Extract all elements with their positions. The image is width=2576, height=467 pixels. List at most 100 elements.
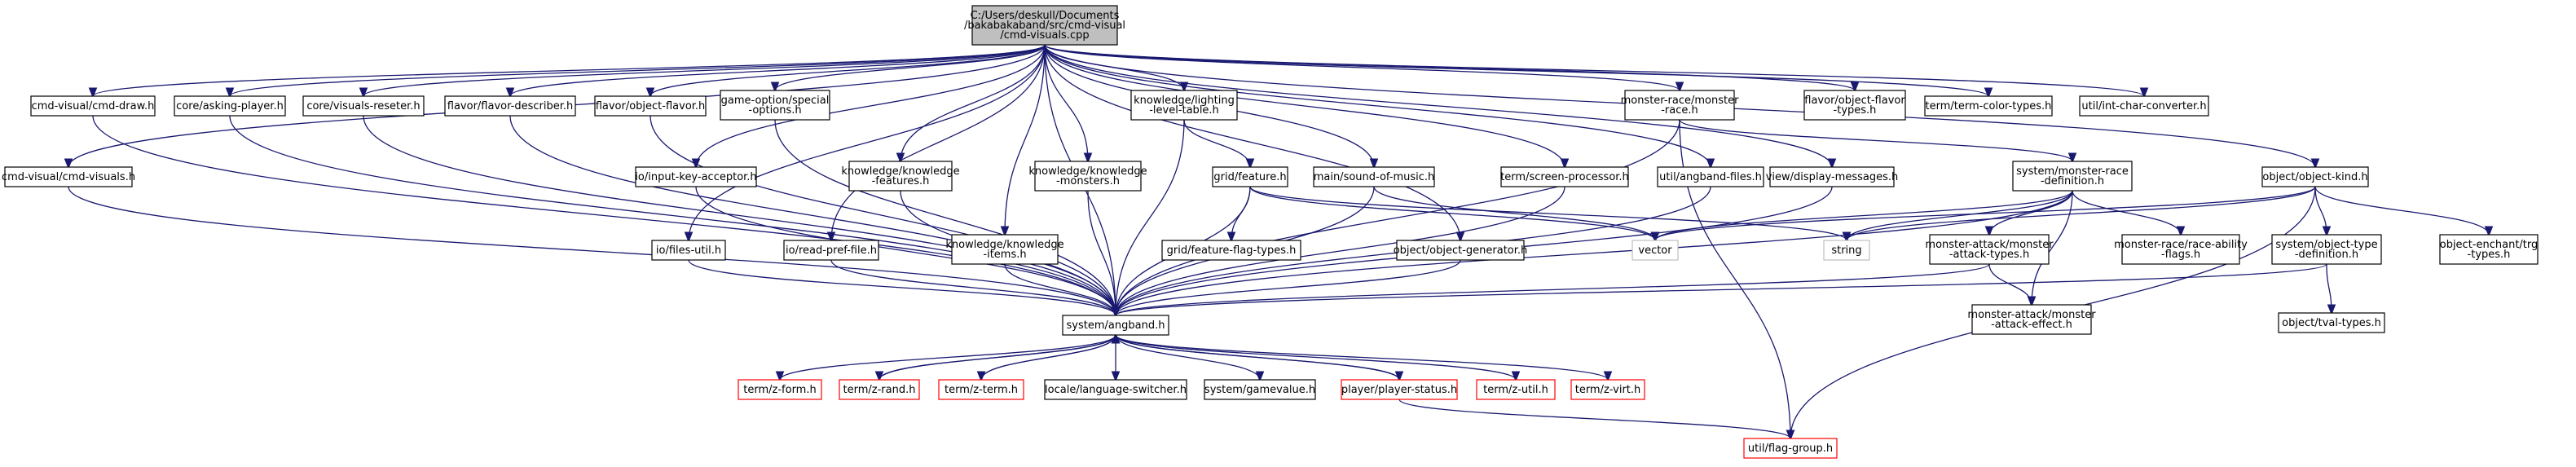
node-box	[738, 379, 822, 400]
node-knowledge-monsters[interactable]: knowledge/knowledge-monsters.h	[1028, 161, 1147, 192]
node-z-term[interactable]: term/z-term.h	[938, 379, 1024, 400]
node-gamevalue[interactable]: system/gamevalue.h	[1204, 379, 1316, 400]
node-box	[1624, 90, 1735, 121]
node-label: monster-race/monster	[1621, 95, 1739, 107]
node-box	[1062, 315, 1169, 336]
node-monster-attack-types[interactable]: monster-attack/monster-attack-types.h	[1925, 234, 2054, 265]
node-box	[1396, 240, 1525, 261]
node-flag-group[interactable]: util/flag-group.h	[1743, 438, 1838, 459]
node-box	[1769, 166, 1895, 187]
node-label: system/object-type	[2275, 239, 2377, 251]
node-box	[174, 95, 286, 117]
node-angband-files[interactable]: util/angband-files.h	[1657, 166, 1764, 187]
node-label: locale/language-switcher.h	[1045, 384, 1187, 396]
node-string[interactable]: string	[1823, 240, 1870, 261]
edge-monster-race-h-to-monster-race-definition	[1679, 119, 2072, 161]
node-box	[848, 161, 953, 192]
node-files-util[interactable]: io/files-util.h	[651, 240, 726, 261]
node-label: term/screen-processor.h	[1500, 171, 1629, 183]
node-label: core/asking-player.h	[176, 100, 284, 112]
node-label: util/angband-files.h	[1659, 171, 1762, 183]
node-input-key-acceptor[interactable]: io/input-key-acceptor.h	[635, 166, 757, 187]
node-label: cmd-visual/cmd-visuals.h	[2, 171, 135, 183]
node-label: -attack-effect.h	[1991, 319, 2072, 331]
edge-object-type-definition-to-system-angband	[1116, 263, 2327, 315]
node-root[interactable]: C:/Users/deskull/Documents/bakabakaband/…	[964, 5, 1125, 46]
node-box	[839, 379, 920, 400]
node-z-rand[interactable]: term/z-rand.h	[839, 379, 920, 400]
edge-root-to-angband-files	[1044, 44, 1711, 167]
edge-root-to-input-key-acceptor	[696, 44, 1046, 167]
node-knowledge-features[interactable]: knowledge/knowledge-features.h	[841, 161, 960, 192]
node-object-enchant-trg[interactable]: object-enchant/trg-types.h	[2439, 234, 2539, 265]
node-display-messages[interactable]: view/display-messages.h	[1766, 166, 1899, 187]
edge-object-flavor-to-system-angband	[650, 115, 1116, 315]
node-knowledge-items[interactable]: knowledge/knowledge-items.h	[945, 234, 1064, 265]
node-z-virt[interactable]: term/z-virt.h	[1570, 379, 1645, 400]
edge-root-to-cmd-draw	[93, 44, 1046, 96]
node-language-switcher[interactable]: locale/language-switcher.h	[1044, 379, 1187, 400]
node-box	[1570, 379, 1645, 400]
node-monster-race-definition[interactable]: system/monster-race-definition.h	[2012, 161, 2133, 192]
node-label: -options.h	[748, 104, 801, 117]
node-object-generator[interactable]: object/object-generator.h	[1394, 240, 1528, 261]
node-special-options[interactable]: game-option/special-options.h	[720, 90, 830, 121]
node-label: player/player-status.h	[1341, 384, 1457, 396]
node-monster-attack-effect[interactable]: monster-attack/monster-attack-effect.h	[1967, 304, 2096, 335]
edge-object-generator-to-system-angband	[1116, 259, 1461, 315]
node-feature-flag-types[interactable]: grid/feature-flag-types.h	[1161, 240, 1301, 261]
node-label: -types.h	[2468, 249, 2511, 261]
node-player-status[interactable]: player/player-status.h	[1341, 379, 1458, 400]
node-label: util/int-char-converter.h	[2081, 100, 2206, 112]
node-z-form[interactable]: term/z-form.h	[738, 379, 822, 400]
node-object-kind[interactable]: object/object-kind.h	[2261, 166, 2369, 187]
edge-root-to-term-color-types	[1044, 44, 1988, 96]
node-grid-feature[interactable]: grid/feature.h	[1212, 166, 1288, 187]
node-label: term/z-util.h	[1483, 384, 1548, 396]
node-box	[302, 95, 425, 117]
node-label: vector	[1638, 245, 1672, 257]
node-visuals-reseter[interactable]: core/visuals-reseter.h	[302, 95, 425, 117]
node-monster-race-h[interactable]: monster-race/monster-race.h	[1621, 90, 1739, 121]
edge-root-to-knowledge-features	[900, 44, 1046, 161]
node-read-pref-file[interactable]: io/read-pref-file.h	[783, 240, 879, 261]
edge-files-util-to-system-angband	[688, 259, 1116, 315]
node-box	[2271, 234, 2382, 265]
edge-root-to-read-pref-file	[831, 44, 1046, 240]
edge-input-key-acceptor-to-system-angband	[695, 186, 1116, 315]
node-flavor-describer[interactable]: flavor/flavor-describer.h	[444, 95, 576, 117]
node-cmd-draw[interactable]: cmd-visual/cmd-draw.h	[30, 95, 156, 117]
node-int-char-converter[interactable]: util/int-char-converter.h	[2079, 95, 2209, 117]
node-box	[1929, 234, 2050, 265]
node-label: knowledge/knowledge	[841, 165, 959, 178]
node-box	[1161, 240, 1301, 261]
node-label: -monsters.h	[1056, 175, 1120, 187]
node-label: -level-table.h	[1149, 104, 1219, 117]
node-term-color-types[interactable]: term/term-color-types.h	[1924, 95, 2053, 117]
node-object-flavor[interactable]: flavor/object-flavor.h	[594, 95, 707, 117]
edge-z-rand-to-system-angband	[878, 335, 1116, 381]
node-tval-types[interactable]: object/tval-types.h	[2278, 312, 2385, 333]
node-screen-processor[interactable]: term/screen-processor.h	[1500, 166, 1629, 187]
edge-knowledge-items-to-system-angband	[1004, 263, 1116, 315]
edge-root-to-display-messages	[1044, 44, 1832, 167]
node-label: term/z-form.h	[743, 384, 816, 396]
node-lighting-level[interactable]: knowledge/lighting-level-table.h	[1130, 90, 1238, 121]
node-label: grid/feature.h	[1213, 171, 1286, 183]
node-box	[1500, 166, 1629, 187]
node-object-flavor-types[interactable]: flavor/object-flavor-types.h	[1803, 90, 1906, 121]
node-asking-player[interactable]: core/asking-player.h	[174, 95, 286, 117]
node-label: system/monster-race	[2016, 165, 2129, 178]
node-z-util[interactable]: term/z-util.h	[1476, 379, 1556, 400]
node-race-ability-flags[interactable]: monster-race/race-ability-flags.h	[2114, 234, 2248, 265]
node-sound-of-music[interactable]: main/sound-of-music.h	[1313, 166, 1435, 187]
edge-monster-race-definition-to-race-ability-flags	[2072, 190, 2181, 235]
node-box	[444, 95, 576, 117]
node-object-type-definition[interactable]: system/object-type-definition.h	[2271, 234, 2382, 265]
node-label: view/display-messages.h	[1766, 171, 1899, 183]
node-system-angband[interactable]: system/angband.h	[1062, 315, 1169, 336]
edge-root-to-object-flavor	[650, 44, 1046, 96]
node-vector[interactable]: vector	[1631, 240, 1679, 261]
node-cmd-visuals-h[interactable]: cmd-visual/cmd-visuals.h	[2, 166, 135, 187]
edge-monster-race-definition-to-monster-attack-types	[1989, 190, 2073, 235]
